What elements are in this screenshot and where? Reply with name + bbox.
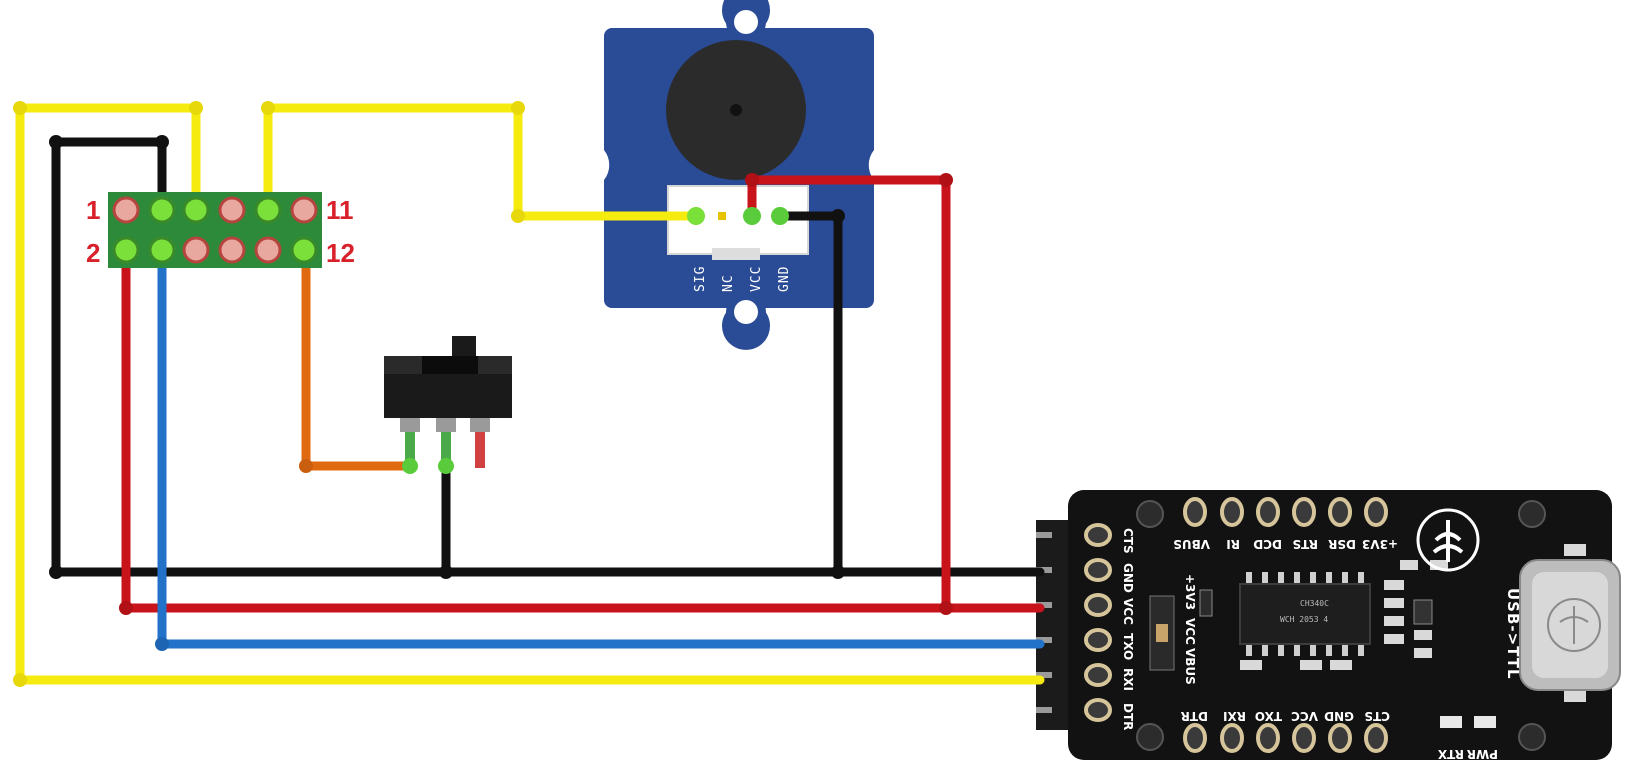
board-bottom-labels: DTR RXI TXO VCC GND CTS: [1181, 709, 1390, 723]
usb-c-connector: [1519, 559, 1621, 691]
jumper-label-3v3: +3V3: [1183, 574, 1197, 610]
bottom-label-dtr: DTR: [1181, 709, 1208, 723]
left-pin-label-cts: CTS: [1121, 528, 1135, 554]
left-pin-label-rxi: RXI: [1121, 668, 1135, 691]
mount-hole: [1136, 723, 1164, 751]
top-label-ri: RI: [1226, 537, 1240, 551]
grove-buzzer-module: SIG NC VCC GND: [604, 0, 874, 350]
jumper-label-vcc: VCC: [1183, 618, 1197, 645]
board-bottom-pads: [1183, 723, 1388, 753]
mount-hole: [1518, 500, 1546, 528]
buzzer-label-sig: SIG: [693, 266, 708, 292]
board-top-labels: VBUS RI DCD RTS DSR +3V3: [1173, 537, 1398, 551]
status-leds: RTX PWR: [1437, 716, 1498, 761]
switch-pins: [400, 418, 490, 468]
led-label-rtx: RTX: [1437, 747, 1464, 761]
buzzer-label-vcc: VCC: [749, 266, 764, 292]
header-label-1: 1: [86, 195, 100, 225]
board-title: USB->TTL: [1504, 588, 1522, 680]
wire-red-buzzer-vcc: [747, 175, 951, 613]
buzzer-mount-hole-top: [734, 10, 758, 34]
bottom-label-txo: TXO: [1255, 709, 1282, 723]
wire-blue-txo: [157, 249, 1045, 649]
top-label-dcd: DCD: [1253, 537, 1282, 551]
usb-ttl-board: CTS GND VCC TXO RXI DTR VBUS RI DCD RTS …: [1036, 490, 1621, 761]
wire-junctions: [13, 101, 953, 687]
top-label-dsr: DSR: [1328, 537, 1356, 551]
chip-marking-1: CH340C: [1300, 599, 1329, 608]
pin-header-2x6: 1 2 11 12: [86, 192, 355, 268]
slide-switch: [384, 336, 512, 468]
bottom-label-cts: CTS: [1364, 709, 1390, 723]
buzzer-label-gnd: GND: [777, 266, 792, 292]
mount-hole: [1136, 500, 1164, 528]
left-pin-label-dtr: DTR: [1121, 703, 1135, 730]
top-label-vbus: VBUS: [1173, 537, 1210, 551]
header-pins-top: [112, 196, 318, 224]
top-label-rts: RTS: [1292, 537, 1318, 551]
header-pins-bottom: [112, 236, 318, 264]
header-label-2: 2: [86, 238, 100, 268]
top-label-3v3: +3V3: [1362, 537, 1398, 551]
bottom-label-gnd: GND: [1324, 709, 1354, 723]
fly-logo-icon: [1416, 508, 1480, 572]
left-pin-label-vcc: VCC: [1121, 598, 1135, 625]
header-pcb: [108, 192, 322, 268]
mount-hole: [1518, 723, 1546, 751]
left-pin-label-gnd: GND: [1121, 563, 1135, 593]
jumper-label-vbus: VBUS: [1183, 648, 1197, 685]
chip-marking-2: WCH 2053 4: [1280, 615, 1328, 624]
bottom-label-rxi: RXI: [1223, 709, 1246, 723]
header-label-12: 12: [326, 238, 355, 268]
voltage-jumper: +3V3 VCC VBUS: [1149, 574, 1213, 685]
buzzer-pin-labels: SIG NC VCC GND: [693, 266, 792, 292]
switch-actuator: [452, 336, 476, 358]
board-left-pads: [1084, 523, 1112, 722]
buzzer-label-nc: NC: [721, 274, 736, 292]
smd-components: [1240, 544, 1586, 702]
left-pin-label-txo: TXO: [1121, 633, 1135, 660]
board-top-pads: [1183, 497, 1388, 527]
led-label-pwr: PWR: [1467, 747, 1498, 761]
bottom-label-vcc: VCC: [1291, 709, 1318, 723]
board-left-labels: CTS GND VCC TXO RXI DTR: [1121, 528, 1135, 730]
wire-red-vcc: [121, 249, 1045, 613]
header-label-11: 11: [326, 195, 354, 225]
buzzer-mount-hole-bottom: [734, 300, 758, 324]
ch340-chip: CH340C WCH 2053 4: [1239, 572, 1371, 656]
